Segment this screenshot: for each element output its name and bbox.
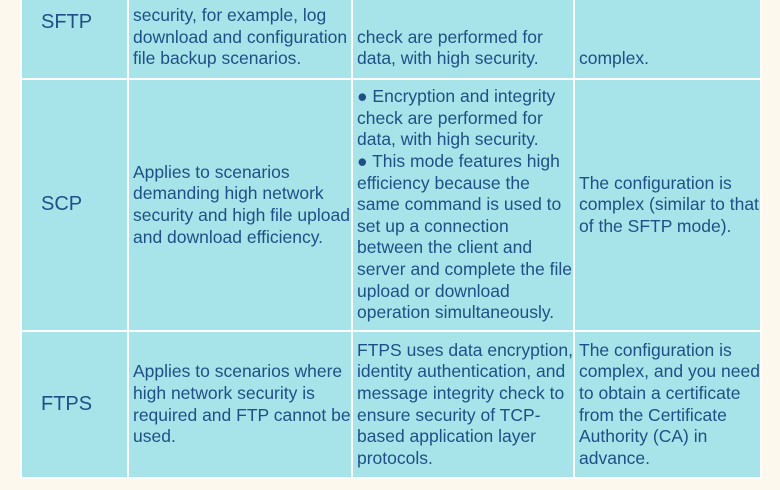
scenario-cell: security, for example, log download and … [127,0,353,80]
comparison-table-container: SFTP security, for example, log download… [20,0,762,479]
advantage-bullet-efficiency: ● This mode features high efficiency bec… [357,151,572,323]
file-transfer-mode-comparison-table: SFTP security, for example, log download… [20,0,762,479]
advantages-cell: FTPS uses data encryption, identity auth… [351,330,575,479]
mode-cell: SFTP [20,0,129,80]
disadvantages-cell: The configuration is complex, and you ne… [573,330,762,479]
advantages-cell: ● Encryption and integrity check are per… [351,78,575,332]
scenario-cell: Applies to scenarios demanding high netw… [127,78,353,332]
advantage-bullet-encryption: ● Encryption and integrity check are per… [357,86,556,150]
advantages-cell: check are performed for data, with high … [351,0,575,80]
disadvantages-cell: complex. [573,0,762,80]
table-row-sftp: SFTP security, for example, log download… [20,0,762,80]
mode-cell: FTPS [20,330,129,479]
mode-cell: SCP [20,78,129,332]
disadvantages-cell: The configuration is complex (similar to… [573,78,762,332]
table-row-scp: SCP Applies to scenarios demanding high … [20,78,762,332]
table-row-ftps: FTPS Applies to scenarios where high net… [20,330,762,479]
scenario-cell: Applies to scenarios where high network … [127,330,353,479]
